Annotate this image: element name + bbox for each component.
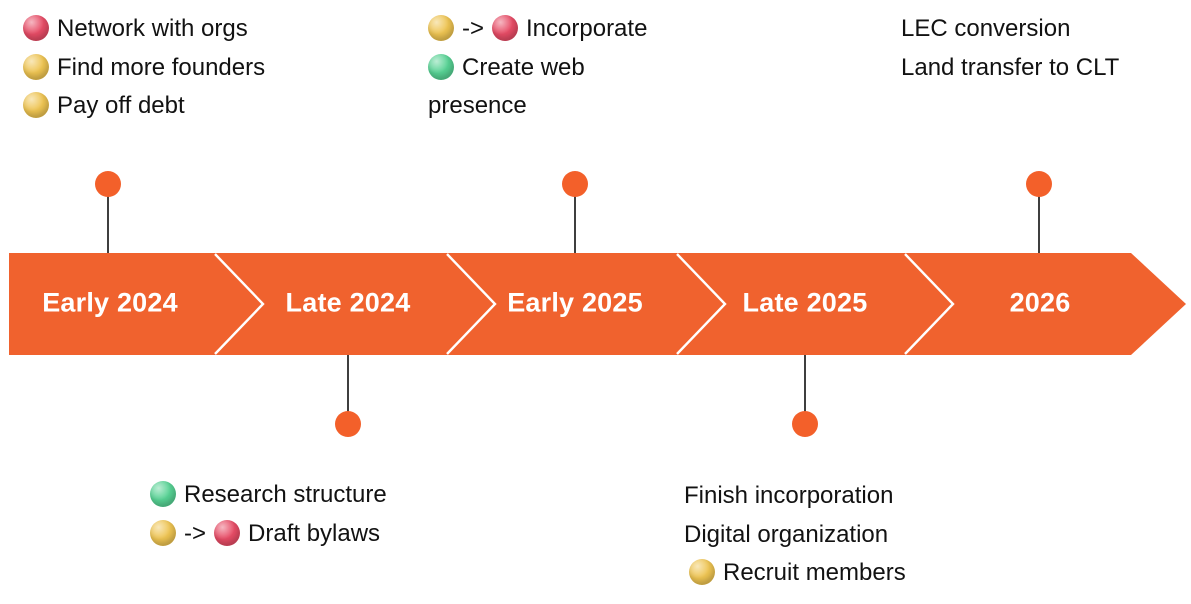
transition-arrow: ->	[184, 519, 207, 547]
annotation-text: Land transfer to CLT	[901, 53, 1120, 81]
red-status-dot-icon	[492, 15, 519, 41]
yellow-status-dot-icon	[150, 519, 176, 546]
annotation-line: Create web presence	[428, 49, 686, 126]
annotation-late-2025-below: Finish incorporation Digital organizatio…	[684, 477, 906, 593]
annotation-text: Pay off debt	[57, 92, 185, 119]
chevron-separator-4	[904, 253, 955, 355]
green-status-dot-icon	[150, 481, 176, 507]
annotation-text: Draft bylaws	[248, 519, 381, 547]
milestone-marker-early-2025	[562, 171, 588, 197]
yellow-status-dot-icon	[23, 92, 49, 118]
yellow-status-dot-icon	[23, 53, 49, 80]
annotation-line: Find more founders	[23, 49, 265, 88]
chevron-separator-1	[214, 253, 265, 355]
annotation-line: Pay off debt	[23, 87, 265, 126]
timeline-arrow-banner	[9, 253, 1186, 355]
annotation-text: Finish incorporation	[684, 482, 894, 509]
green-status-dot-icon	[428, 53, 454, 80]
red-status-dot-icon	[23, 15, 49, 41]
annotation-text: Digital organization	[684, 520, 889, 548]
period-label-early-2025: Early 2025	[507, 287, 643, 318]
annotation-text: Recruit members	[723, 559, 906, 586]
transition-arrow: ->	[462, 15, 485, 42]
annotation-line: Research structure	[150, 476, 387, 515]
annotation-text: Research structure	[184, 481, 387, 508]
annotation-text: Incorporate	[526, 15, 648, 42]
annotation-text: Find more founders	[57, 53, 266, 81]
yellow-status-dot-icon	[689, 559, 715, 585]
annotation-text: Network with orgs	[57, 15, 248, 42]
annotation-text: LEC conversion	[901, 15, 1071, 42]
milestone-marker-late-2025	[792, 411, 818, 437]
period-label-early-2024: Early 2024	[42, 287, 178, 318]
annotation-early-2024-above: Network with orgs Find more founders Pay…	[23, 10, 265, 126]
period-label-2026: 2026	[1009, 287, 1071, 318]
annotation-line: Digital organization	[684, 516, 906, 555]
annotation-line: -> Incorporate	[428, 10, 686, 49]
chevron-separator-2	[446, 253, 497, 355]
red-status-dot-icon	[214, 519, 241, 546]
milestone-marker-late-2024	[335, 411, 361, 437]
annotation-line: Recruit members	[684, 554, 906, 593]
annotation-line: Network with orgs	[23, 10, 265, 49]
annotation-2026-above: LEC conversion Land transfer to CLT	[901, 10, 1119, 87]
milestone-marker-2026	[1026, 171, 1052, 197]
period-label-late-2025: Late 2025	[742, 287, 868, 318]
yellow-status-dot-icon	[428, 15, 454, 41]
chevron-separator-3	[676, 253, 727, 355]
annotation-line: Finish incorporation	[684, 477, 906, 516]
annotation-early-2025-above: -> Incorporate Create web presence	[428, 10, 686, 126]
annotation-line: -> Draft bylaws	[150, 515, 387, 554]
milestone-marker-early-2024	[95, 171, 121, 197]
annotation-text: Create web presence	[428, 53, 585, 120]
annotation-line: Land transfer to CLT	[901, 49, 1119, 88]
period-label-late-2024: Late 2024	[285, 287, 411, 318]
annotation-line: LEC conversion	[901, 10, 1119, 49]
annotation-late-2024-below: Research structure -> Draft bylaws	[150, 476, 387, 553]
